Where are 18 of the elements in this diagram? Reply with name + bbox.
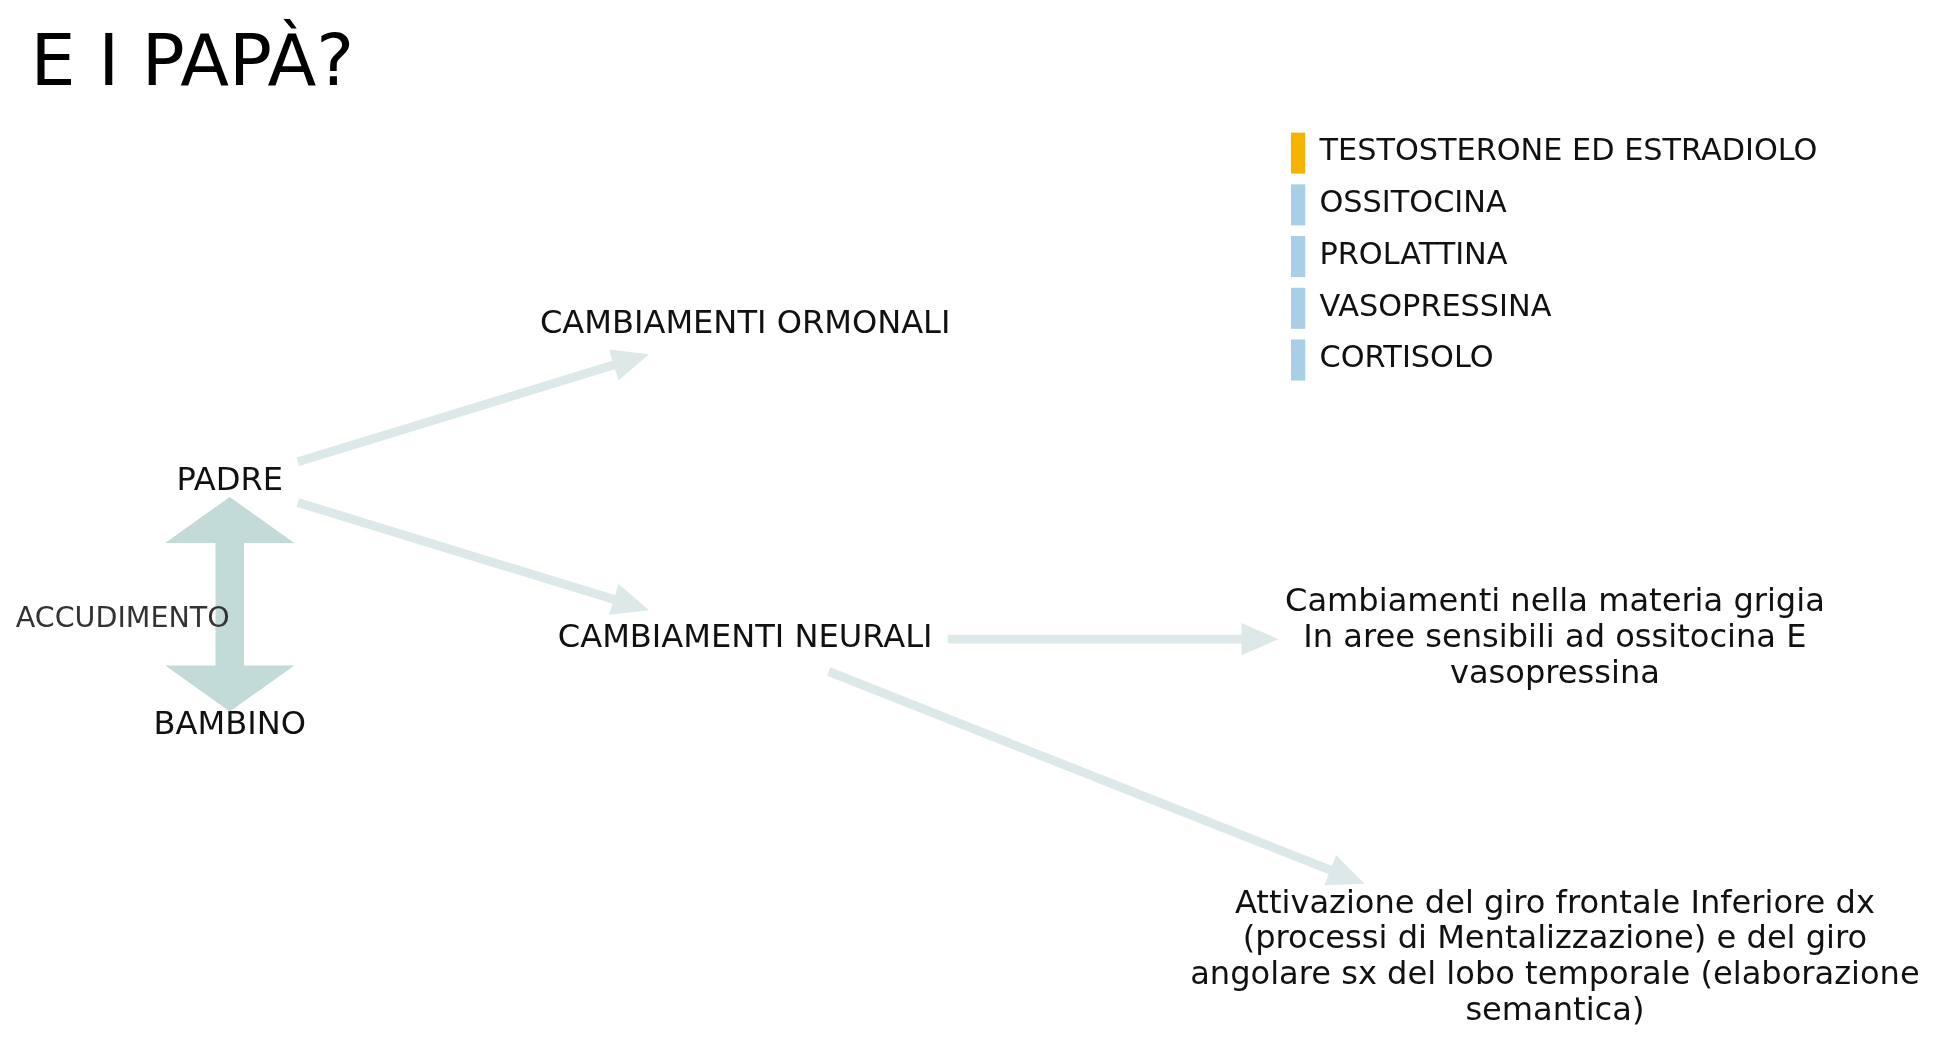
arrow xyxy=(165,496,295,712)
node-text: Cambiamenti nella materia grigia In aree sensibili ad ossitocina E vasopressina xyxy=(1285,581,1825,691)
label: TESTOSTERONE ED ESTRADIOLO xyxy=(1319,132,1818,168)
arrow xyxy=(296,498,650,615)
diagram-title: E I PAPÀ? xyxy=(30,19,355,103)
node-text: Attivazione del giro frontale Inferiore dx (processi di Mentalizzazione) e del giro angolare sx del lobo temporale (elaborazione semantica) xyxy=(1190,882,1920,1028)
label: PROLATTINA xyxy=(1319,235,1508,271)
node-text: CAMBIAMENTI ORMONALI xyxy=(539,303,951,342)
arrow xyxy=(947,622,1279,656)
arrow xyxy=(827,667,1365,886)
label: VASOPRESSINA xyxy=(1319,287,1552,323)
node-text: BAMBINO xyxy=(153,704,306,743)
node-text: PADRE xyxy=(176,460,284,499)
label: OSSITOCINA xyxy=(1319,184,1507,220)
edge-label: ACCUDIMENTO xyxy=(15,600,230,634)
arrow xyxy=(296,349,650,467)
label: CORTISOLO xyxy=(1319,339,1494,375)
node-text: CAMBIAMENTI NEURALI xyxy=(557,616,933,655)
